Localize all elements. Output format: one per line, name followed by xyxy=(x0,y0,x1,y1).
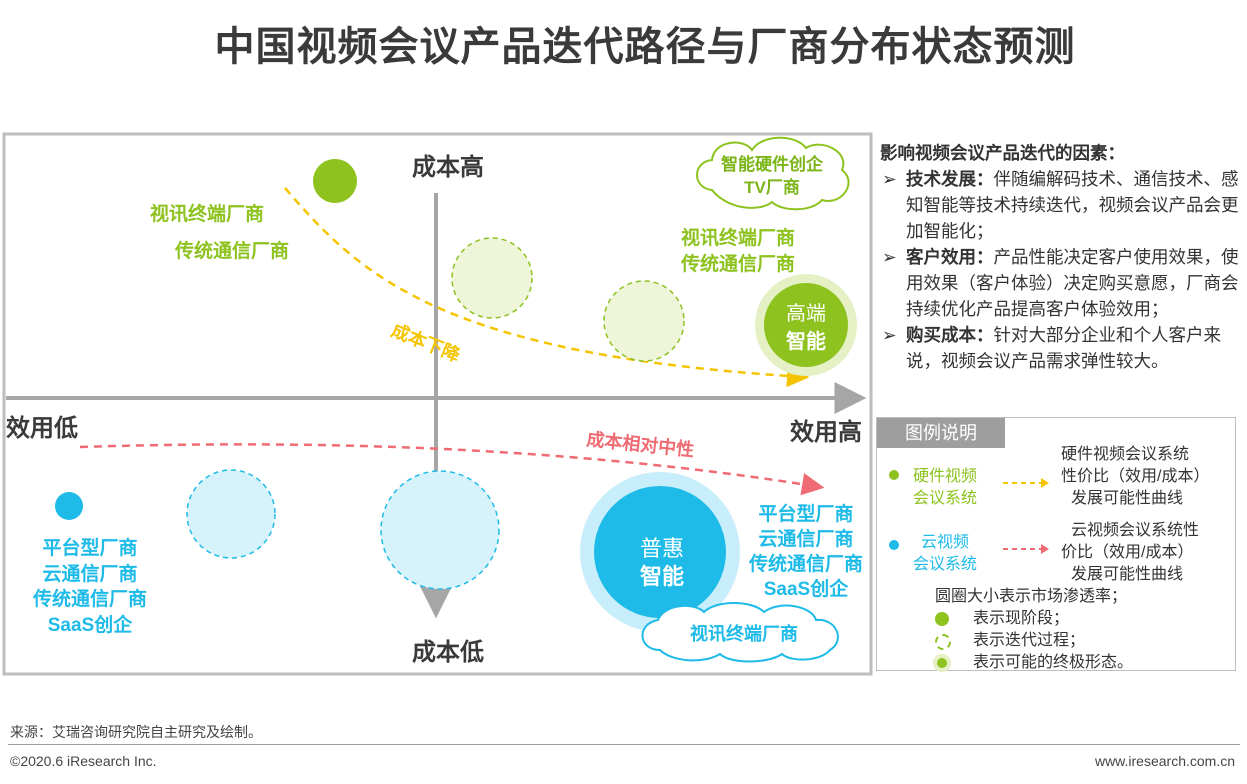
factors-heading: 影响视频会议产品迭代的因素： xyxy=(880,143,1125,163)
legend-tab: 图例说明 xyxy=(877,418,1005,448)
legend-final-text: 表示可能的终极形态。 xyxy=(973,654,1134,671)
legend-hardware-curve-1: 硬件视频会议系统 xyxy=(1061,446,1190,463)
factor-utility-text: 产品性能决定客户使用效果，使用效果（客户体验）决定购买意愿，厂商会持续优化产品提… xyxy=(906,247,1239,319)
cloud-iteration-circle-2 xyxy=(380,470,500,590)
lower-right-vendor-4: SaaS创企 xyxy=(764,577,849,600)
lower-left-vendor-3: 传统通信厂商 xyxy=(32,587,147,610)
cloud-top-line-2: TV厂商 xyxy=(744,177,800,197)
legend-cloud-line xyxy=(1003,544,1049,554)
legend-iterating-text: 表示迭代过程； xyxy=(973,632,1086,649)
factor-tech-text: 伴随编解码技术、通信技术、感知智能等技术持续迭代，视频会议产品会更加智能化； xyxy=(906,169,1239,241)
cloud-curve xyxy=(79,443,825,496)
lower-left-vendor-2: 云通信厂商 xyxy=(42,562,137,585)
cloud-shape-bottom xyxy=(641,602,839,663)
legend-hardware-curve-2: 性价比（效用/成本） xyxy=(1061,468,1210,485)
legend-hardware-line xyxy=(1003,478,1049,488)
lower-right-vendor-3: 传统通信厂商 xyxy=(748,552,863,575)
axis-label-left: 效用低 xyxy=(6,414,78,442)
legend-cloud-curve-2: 价比（效用/成本） xyxy=(1061,544,1194,561)
upper-right-vendor-2: 传统通信厂商 xyxy=(680,252,795,275)
factor-cost-text: 针对大部分企业和个人客户来说，视频会议产品需求弹性较大。 xyxy=(906,325,1221,371)
axis-label-top: 成本高 xyxy=(412,153,484,181)
legend-panel: 图例说明 硬件视频 会议系统 硬件视频会议系统 性价比（效用/成本） 发展可能性… xyxy=(876,417,1236,672)
source-note: 来源：艾瑞咨询研究院自主研究及绘制。 xyxy=(10,724,262,740)
legend-hardware-dot xyxy=(889,470,899,480)
hardware-curve xyxy=(284,187,810,388)
lower-left-vendor-1: 平台型厂商 xyxy=(42,536,137,559)
puhui-label-2: 智能 xyxy=(640,564,684,589)
high-end-label-1: 高端 xyxy=(786,302,826,325)
high-end-circle xyxy=(764,283,848,367)
arrowhead-icon: ➢ xyxy=(882,169,897,189)
arrowhead-icon: ➢ xyxy=(882,247,897,267)
page-title: 中国视频会议产品迭代路径与厂商分布状态预测 xyxy=(214,25,1076,69)
cloud-current-circle xyxy=(55,492,83,520)
legend-hardware-label-2: 会议系统 xyxy=(913,490,978,507)
lower-right-vendor-1: 平台型厂商 xyxy=(758,502,853,525)
copyright: ©2020.6 iResearch Inc. xyxy=(10,753,157,769)
hardware-current-circle xyxy=(313,159,357,203)
hardware-iteration-circle-1 xyxy=(451,237,533,319)
legend-iterating-dot xyxy=(935,634,951,650)
upper-left-vendor-1: 视讯终端厂商 xyxy=(150,202,264,225)
factor-tech-key: 技术发展： xyxy=(906,169,994,189)
high-end-label-2: 智能 xyxy=(786,329,826,353)
legend-hardware-label-1: 硬件视频 xyxy=(913,468,978,485)
lower-left-vendor-4: SaaS创企 xyxy=(48,613,133,636)
factors-panel: 影响视频会议产品迭代的因素： ➢ 技术发展：伴随编解码技术、通信技术、感知智能等技… xyxy=(880,140,1242,374)
legend-cloud-label-1: 云视频 xyxy=(921,534,970,551)
legend-cloud-label-2: 会议系统 xyxy=(913,556,978,573)
legend-cloud-curve-1: 云视频会议系统性 xyxy=(1071,522,1200,539)
legend-hardware-curve-3: 发展可能性曲线 xyxy=(1071,490,1184,507)
factor-utility-key: 客户效用： xyxy=(906,247,994,267)
upper-right-vendor-1: 视讯终端厂商 xyxy=(681,226,795,249)
arrowhead-icon: ➢ xyxy=(882,325,897,345)
cloud-top-line-1: 智能硬件创企 xyxy=(721,154,824,174)
legend-current-text: 表示现阶段； xyxy=(973,610,1070,627)
website-link[interactable]: www.iresearch.com.cn xyxy=(1094,753,1235,769)
legend-size-note: 圆圈大小表示市场渗透率； xyxy=(935,588,1128,605)
axis-label-bottom: 成本低 xyxy=(412,639,484,666)
lower-right-vendor-2: 云通信厂商 xyxy=(758,527,853,550)
puhui-label-1: 普惠 xyxy=(640,536,684,561)
factor-utility: ➢ 客户效用：产品性能决定客户使用效果，使用效果（客户体验）决定购买意愿，厂商会持… xyxy=(880,244,1242,322)
cloud-iteration-circle-1 xyxy=(186,469,276,559)
legend-final-dot xyxy=(937,658,947,668)
hardware-iteration-circle-2 xyxy=(603,280,685,362)
legend-current-dot xyxy=(935,612,949,626)
legend-cloud-dot xyxy=(889,540,899,550)
factor-tech: ➢ 技术发展：伴随编解码技术、通信技术、感知智能等技术持续迭代，视频会议产品会更加… xyxy=(880,166,1242,244)
upper-left-vendor-2: 传统通信厂商 xyxy=(174,239,289,262)
axis-label-right: 效用高 xyxy=(790,418,862,446)
cloud-shape-top xyxy=(696,136,850,211)
legend-cloud-curve-3: 发展可能性曲线 xyxy=(1071,566,1184,583)
factor-cost-key: 购买成本： xyxy=(906,325,994,345)
footer-divider xyxy=(8,744,1240,745)
factor-cost: ➢ 购买成本：针对大部分企业和个人客户来说，视频会议产品需求弹性较大。 xyxy=(880,322,1242,374)
puhui-circle xyxy=(594,486,726,618)
cloud-bottom-label: 视讯终端厂商 xyxy=(690,623,798,644)
